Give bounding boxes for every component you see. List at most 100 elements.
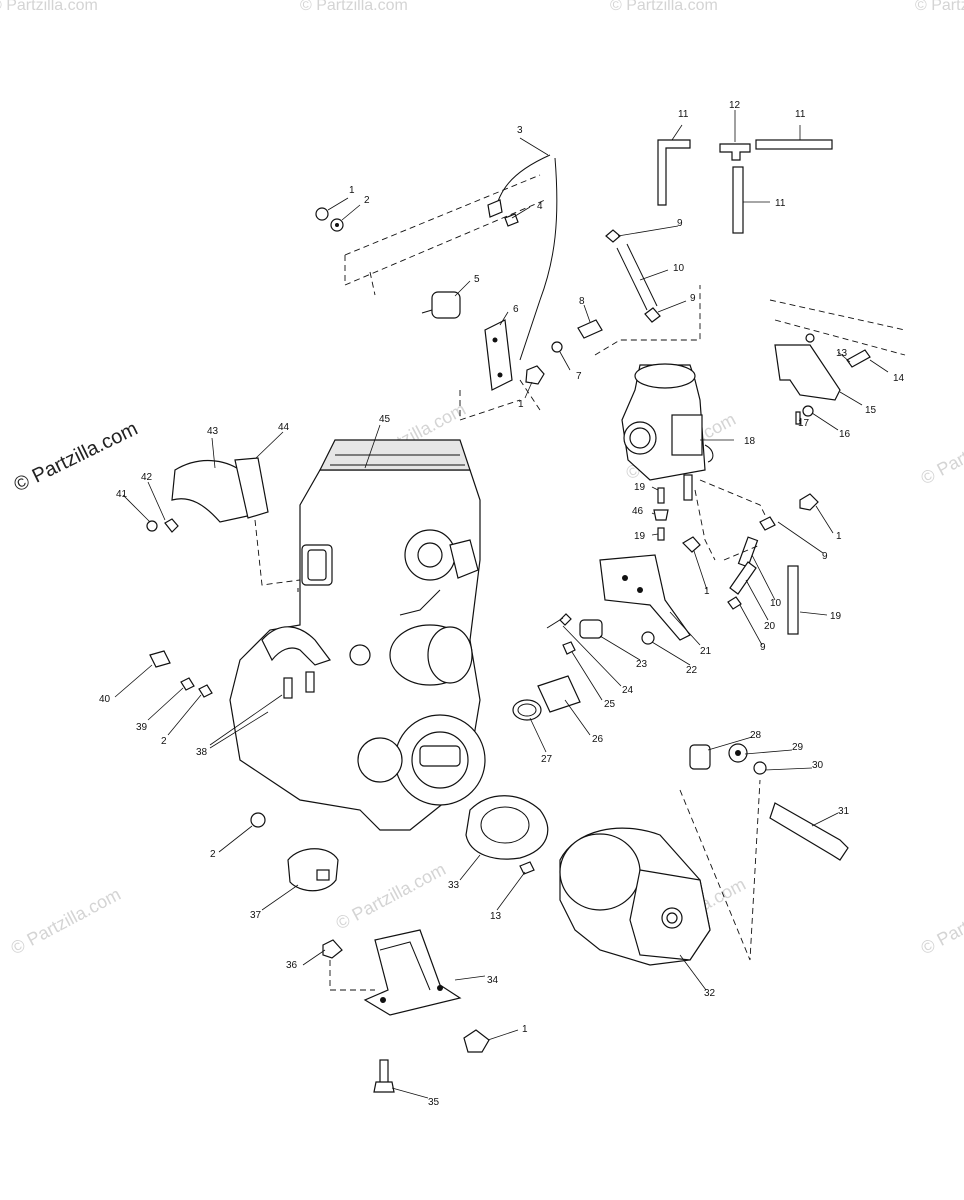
callout-1: 1 — [836, 531, 842, 542]
callout-39: 39 — [136, 722, 148, 733]
callout-9: 9 — [760, 642, 766, 653]
watermark-tile: © Partzilla.com — [300, 0, 408, 14]
mount-26 — [537, 675, 581, 713]
clutch-cover-group — [465, 795, 549, 875]
callout-27: 27 — [541, 754, 553, 765]
callout-2: 2 — [210, 849, 216, 860]
callout-18: 18 — [744, 436, 756, 447]
callout-labels: 1 2 3 4 5 6 7 8 1 9 10 9 11 12 11 11 13 … — [99, 100, 905, 1108]
washer-7 — [551, 341, 563, 353]
callout-19: 19 — [634, 482, 646, 493]
callout-28: 28 — [750, 730, 762, 741]
callout-45: 45 — [379, 414, 391, 425]
hose-19-lower — [657, 527, 665, 541]
bracket-15 — [774, 344, 841, 401]
bolt-8 — [577, 319, 603, 339]
callout-15: 15 — [865, 405, 877, 416]
callout-2: 2 — [364, 195, 370, 206]
watermark-tile: © Partzilla.com — [610, 0, 718, 14]
filter-20 — [729, 561, 757, 595]
callout-9: 9 — [677, 218, 683, 229]
carburetor-bowl — [671, 414, 703, 456]
callout-23: 23 — [636, 659, 648, 670]
adjuster-13-14 — [846, 349, 871, 368]
hose-11-elbow — [657, 139, 691, 206]
clamp-27 — [512, 699, 542, 721]
engine-mount-front-group — [512, 554, 691, 721]
callout-13: 13 — [490, 911, 502, 922]
callout-13: 13 — [836, 348, 848, 359]
callout-35: 35 — [428, 1097, 440, 1108]
callout-6: 6 — [513, 304, 519, 315]
washer-2-lower — [250, 812, 266, 828]
callout-42: 42 — [141, 472, 153, 483]
callout-4: 4 — [537, 201, 543, 212]
nut-1-top — [315, 207, 329, 221]
nut-1-right — [799, 493, 819, 511]
carburetor-top-cap — [634, 363, 696, 389]
hose-19-upper — [657, 487, 665, 504]
cover-33 — [465, 795, 549, 860]
callout-7: 7 — [576, 371, 582, 382]
callout-1: 1 — [349, 185, 355, 196]
callout-30: 30 — [812, 760, 824, 771]
bolt-24 — [559, 613, 572, 626]
intake-boot-group — [146, 457, 301, 586]
callout-5: 5 — [474, 274, 480, 285]
gasket-44 — [234, 457, 269, 519]
lower-mount-group — [250, 812, 490, 1093]
washer-41 — [146, 520, 158, 532]
callout-32: 32 — [704, 988, 716, 999]
bolt-4 — [504, 213, 519, 227]
watermark-tile: © Partzilla.com — [0, 0, 98, 14]
hose-fitting — [349, 644, 371, 666]
watermark-tile: © Partzilla.com — [7, 884, 123, 959]
nut-25 — [562, 641, 576, 655]
callout-21: 21 — [700, 646, 712, 657]
callout-1: 1 — [704, 586, 710, 597]
bolt-13-lower — [519, 861, 535, 875]
nut-36 — [322, 939, 343, 959]
nut-42 — [164, 518, 179, 533]
tee-fitting-12 — [719, 143, 751, 161]
callout-22: 22 — [686, 665, 698, 676]
callout-40: 40 — [99, 694, 111, 705]
callout-33: 33 — [448, 880, 460, 891]
callout-24: 24 — [622, 685, 634, 696]
callout-9: 9 — [822, 551, 828, 562]
crankshaft-end — [419, 745, 461, 767]
callout-17: 17 — [798, 418, 810, 429]
nut-1-bottom — [463, 1029, 490, 1053]
bracket-34 — [363, 929, 462, 1016]
callout-2: 2 — [161, 736, 167, 747]
clamp-9-top — [605, 229, 621, 243]
bracket-21 — [599, 554, 691, 641]
fuel-line-group — [653, 487, 819, 635]
callout-11: 11 — [795, 109, 806, 120]
callout-41: 41 — [116, 489, 128, 500]
callout-26: 26 — [592, 734, 604, 745]
hose-10-lower — [737, 536, 759, 568]
callout-1: 1 — [522, 1024, 528, 1035]
callout-29: 29 — [792, 742, 804, 753]
clamp-9-right — [759, 516, 776, 531]
carburetor-group — [621, 363, 771, 561]
callout-34: 34 — [487, 975, 499, 986]
clamp-9-lower — [644, 307, 661, 323]
fitting-46 — [653, 509, 669, 521]
bolt-35 — [379, 1059, 389, 1085]
watermark-tile: © Partzilla.com — [917, 884, 964, 959]
callout-16: 16 — [839, 429, 851, 440]
callout-3: 3 — [517, 125, 523, 136]
screw-bracket — [805, 333, 815, 343]
callout-43: 43 — [207, 426, 219, 437]
vent-tube-group — [594, 139, 833, 356]
thermostat-outlet — [449, 539, 479, 579]
watermark-tile: © Partzilla.com — [917, 414, 964, 489]
cable-end-3 — [487, 199, 503, 218]
bolt-31 — [769, 802, 849, 861]
callout-10: 10 — [770, 598, 782, 609]
washer-2-side — [198, 684, 213, 698]
